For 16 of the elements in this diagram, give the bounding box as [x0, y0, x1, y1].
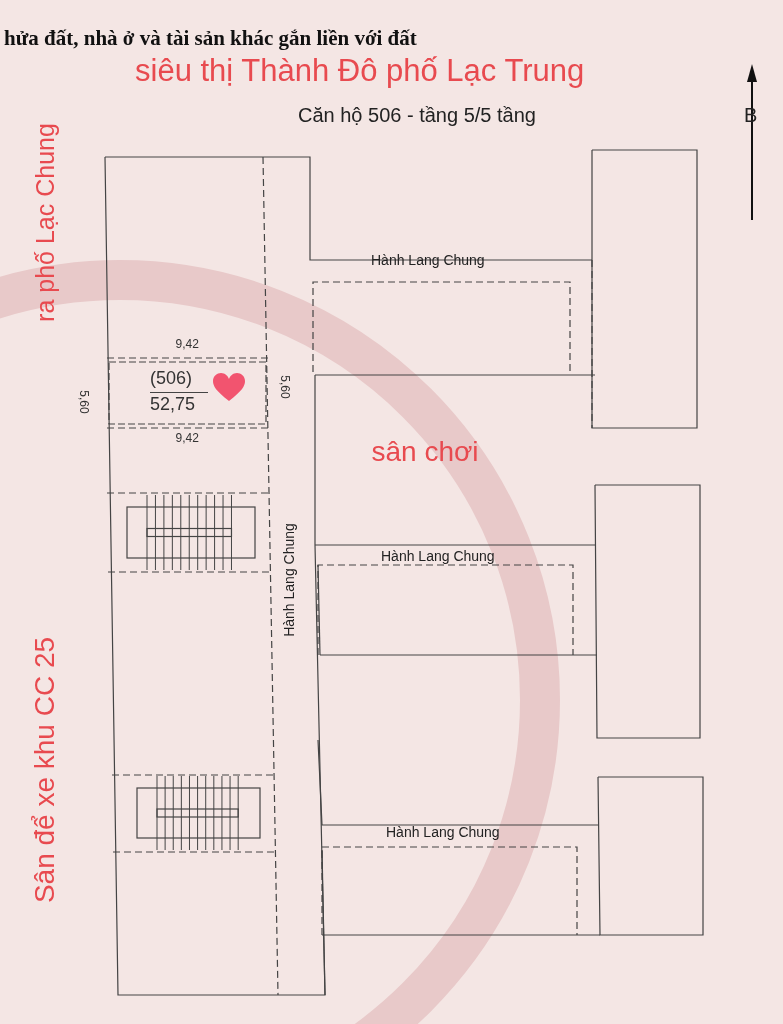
street-label: ra phố Lạc Chung	[32, 122, 58, 322]
unit-number: (506)	[150, 368, 193, 389]
unit-caption: Căn hộ 506 - tầng 5/5 tầng	[298, 105, 536, 125]
unit-area: 52,75	[150, 394, 196, 415]
dimension-label: 9,42	[175, 338, 199, 350]
corridor-label: Hành Lang Chung	[371, 253, 485, 267]
dimension-label: 9,42	[175, 432, 199, 444]
corridor-label: Hành Lang Chung	[386, 825, 500, 839]
corridor-label: Hành Lang Chung	[381, 549, 495, 563]
area-label: sân chơi	[371, 438, 479, 466]
dimension-label: 5,60	[77, 390, 90, 414]
area-label: Sân để xe khu CC 25	[31, 636, 60, 904]
location-label: siêu thị Thành Đô phố Lạc Trung	[135, 54, 585, 86]
corridor-label: Hành Lang Chung	[281, 523, 296, 637]
dimension-label: 5,60	[278, 375, 291, 399]
certificate-heading: hửa đất, nhà ở và tài sản khác gắn liền với đất	[4, 27, 417, 49]
